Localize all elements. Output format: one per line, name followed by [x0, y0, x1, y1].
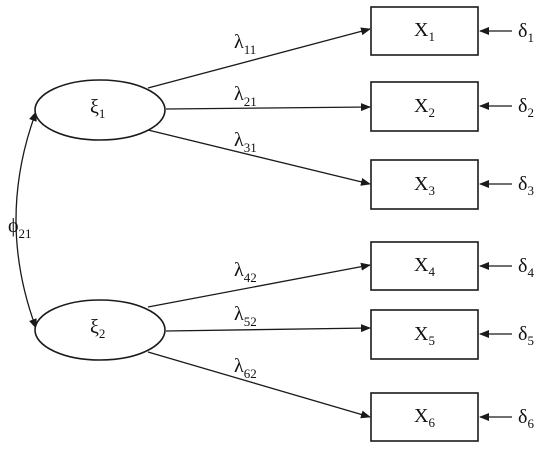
latent-factor-xi2: ξ2 — [34, 299, 166, 361]
loading-arrow-x2 — [165, 103, 371, 112]
latent-ellipse — [34, 299, 166, 361]
observed-label: X5 — [414, 323, 435, 348]
latent-label: ξ1 — [90, 96, 105, 121]
loading-arrow-x3 — [147, 129, 371, 186]
loading-arrow-x6 — [147, 351, 371, 419]
covariance-arrow — [15, 111, 37, 329]
observed-box — [370, 81, 479, 132]
observed-x2: X2 — [370, 81, 479, 132]
loading-arrow-x1 — [147, 27, 371, 89]
observed-box — [370, 241, 479, 291]
observed-x3: X3 — [370, 159, 479, 210]
observed-x6: X6 — [370, 392, 479, 442]
observed-label: X6 — [414, 405, 435, 430]
observed-x1: X1 — [370, 6, 479, 56]
loading-label: λ31 — [234, 129, 257, 155]
observed-label: X3 — [414, 173, 435, 198]
error-label-d5: δ5 — [518, 323, 534, 348]
loading-label: λ62 — [234, 355, 257, 381]
observed-box — [370, 159, 479, 210]
observed-box — [370, 6, 479, 56]
error-label-d6: δ6 — [518, 406, 534, 431]
loading-arrow-x4 — [147, 262, 371, 308]
error-label-d3: δ3 — [518, 173, 534, 198]
covariance-label: ϕ21 — [8, 215, 32, 241]
observed-label: X4 — [414, 254, 435, 279]
error-label-d4: δ4 — [518, 255, 534, 280]
observed-label: X2 — [414, 95, 435, 120]
observed-box — [370, 309, 479, 360]
loading-label: λ11 — [234, 31, 256, 57]
observed-box — [370, 392, 479, 442]
error-label-d1: δ1 — [518, 20, 534, 45]
loading-arrow-x5 — [165, 324, 371, 333]
observed-x5: X5 — [370, 309, 479, 360]
error-label-d2: δ2 — [518, 95, 534, 120]
latent-factor-xi1: ξ1 — [34, 79, 166, 141]
loading-label: λ21 — [234, 83, 257, 109]
latent-ellipse — [34, 79, 166, 141]
loading-label: λ42 — [234, 259, 257, 285]
loading-label: λ52 — [234, 303, 257, 329]
observed-x4: X4 — [370, 241, 479, 291]
latent-label: ξ2 — [90, 316, 105, 341]
observed-label: X1 — [414, 19, 435, 44]
